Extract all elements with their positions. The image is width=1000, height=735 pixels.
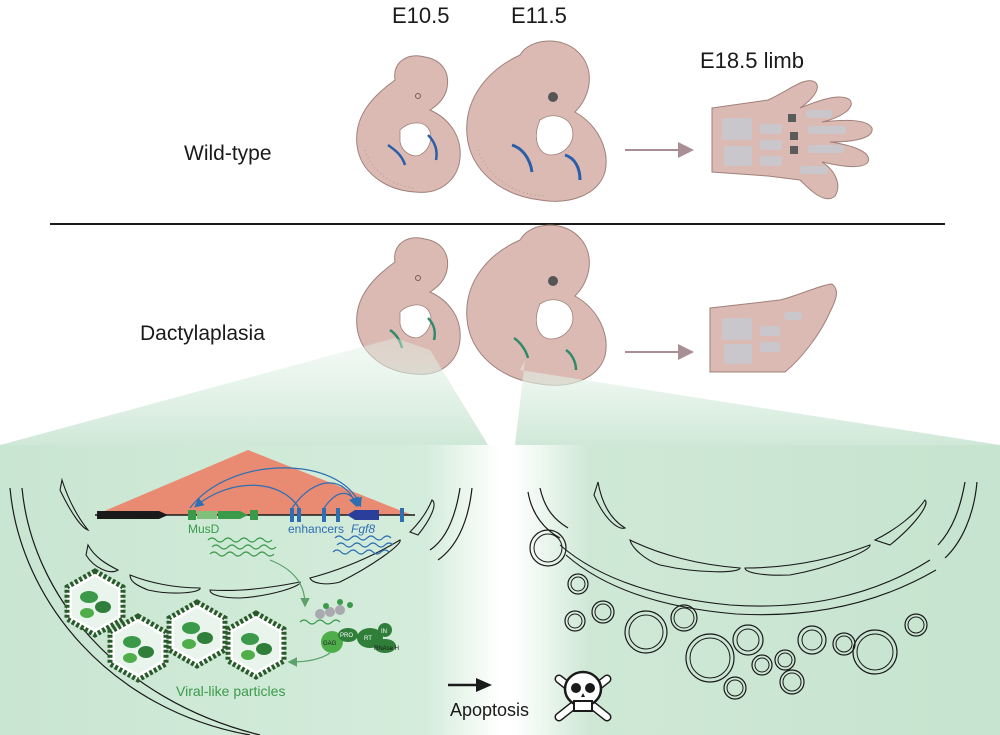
genome-locus: [95, 467, 415, 522]
gag-label: GAG: [323, 641, 337, 647]
translation-arrow: [269, 559, 310, 608]
rnaseh-label: RNAse H: [374, 646, 399, 652]
fgf8-label: Fgf8: [351, 522, 375, 536]
embryo-wt-e105: [356, 55, 461, 193]
rt-label: RT: [364, 636, 372, 642]
row-dactylaplasia-label: Dactylaplasia: [140, 322, 265, 345]
viral-particle: [64, 568, 126, 638]
viral-particles-label: Viral-like particles: [176, 683, 285, 699]
stage-e185-label: E18.5 limb: [700, 48, 804, 73]
cell-membrane-right: [527, 481, 978, 559]
pro-label: PRO: [340, 633, 353, 639]
cell-membrane-left: [9, 487, 473, 735]
row-wildtype-label: Wild-type: [184, 142, 272, 165]
viral-particle: [107, 613, 169, 683]
dac-arrow: [625, 344, 694, 360]
embryo-dac-e115: [466, 224, 607, 386]
limb-wt-e185: [711, 80, 873, 200]
fgf8-transcripts: [332, 535, 394, 555]
assembly-arrow: [287, 652, 331, 667]
wt-arrow: [625, 142, 694, 158]
skull-crossbones-icon: [554, 670, 612, 722]
zoom-fan-left: [0, 338, 488, 445]
polyprotein-icon: [321, 623, 396, 653]
nuclear-envelope-right: [559, 481, 937, 616]
stage-e115-label: E11.5: [511, 3, 567, 28]
embryo-dac-e105: [356, 237, 461, 375]
embryo-wt-e115: [466, 40, 607, 202]
musd-transcripts: [207, 537, 277, 557]
stage-e105-label: E10.5: [392, 3, 450, 28]
enhancers-label: enhancers: [288, 522, 344, 536]
viral-particle: [225, 610, 287, 680]
in-label: IN: [381, 629, 387, 635]
ribosome-icon: [299, 599, 353, 625]
nuclear-envelope-left: [59, 477, 435, 599]
apoptosis-arrow: [448, 678, 492, 692]
viral-particle: [166, 599, 228, 669]
apoptosis-label: Apoptosis: [450, 700, 529, 720]
limb-dac-e185: [709, 283, 837, 373]
apoptotic-vesicles: [529, 529, 928, 700]
zoom-fan-right: [515, 360, 1000, 445]
musd-label: MusD: [188, 522, 220, 536]
